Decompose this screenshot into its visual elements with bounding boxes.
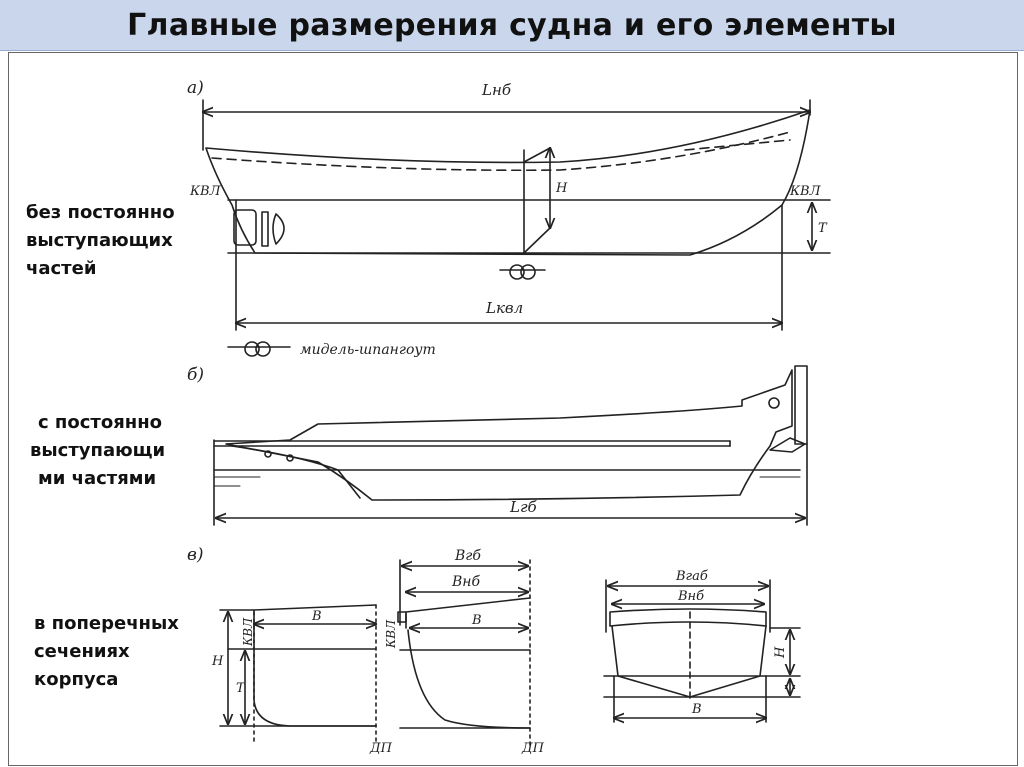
legend-symbol-circle	[255, 341, 271, 357]
label-sec3-bgab: Bгаб	[675, 569, 708, 584]
rudder-blade	[769, 437, 806, 453]
label-midship-legend: мидель-шпангоут	[300, 342, 436, 358]
rudder-shape	[233, 209, 257, 246]
section-b-label-line: с постоянно	[38, 412, 163, 433]
midship-symbol-circle	[520, 264, 536, 280]
label-kvl-left: КВЛ	[189, 184, 222, 199]
label-draft: T	[818, 221, 828, 236]
marker-a: а)	[187, 78, 204, 98]
stern-post	[261, 211, 269, 247]
label-sec2-bgb: Bгб	[454, 548, 481, 564]
hawse-hole	[286, 454, 294, 462]
section-a-drawing	[203, 99, 831, 357]
section-v-label-line: сечениях	[34, 641, 130, 662]
label-sec2-dp: ДП	[521, 741, 545, 756]
label-kvl-right: КВЛ	[789, 184, 822, 199]
hull-outline-b	[225, 369, 793, 501]
cross-section-2	[397, 559, 531, 746]
propeller-shape	[272, 213, 285, 245]
hull-outline-a	[205, 109, 811, 256]
section-a-label: без постоянно выступающих частей	[26, 199, 175, 283]
hull-section-3	[611, 625, 767, 698]
half-section-2	[407, 629, 531, 729]
midship-symbol-circle	[509, 264, 525, 280]
label-l-gb: Lгб	[509, 498, 538, 516]
label-l-nb: Lнб	[481, 81, 512, 99]
label-sec2-kvl: КВЛ	[384, 619, 398, 649]
label-sec2-bnb: Bнб	[451, 574, 481, 590]
marker-b: б)	[187, 365, 204, 385]
deck-dashed-line	[211, 131, 791, 172]
label-sec3-bnb: Bнб	[677, 589, 704, 604]
section-b-label-line: ми частями	[38, 468, 157, 489]
hawse-hole	[264, 450, 272, 458]
section-v-label-line: в поперечных	[34, 613, 179, 634]
transom-post	[794, 365, 808, 445]
page-title: Главные размерения судна и его элементы	[127, 7, 897, 43]
midship-diag	[523, 227, 551, 254]
label-sec1-kvl: КВЛ	[241, 617, 255, 647]
section-a-label-line: без постоянно	[26, 202, 175, 223]
deck-dashed-line-2	[684, 139, 791, 151]
marker-v: в)	[187, 545, 204, 565]
section-v-label-line: корпуса	[34, 669, 119, 690]
label-l-kvl: Lквл	[485, 299, 523, 317]
section-b-label: с постоянно выступающи ми частями	[30, 409, 166, 493]
label-sec1-t: T	[236, 681, 246, 696]
label-height: H	[555, 181, 568, 196]
label-sec1-h: H	[211, 654, 224, 669]
legend-symbol-circle	[244, 341, 260, 357]
deck-section-3	[609, 608, 767, 627]
title-bar: Главные размерения судна и его элементы	[0, 0, 1024, 51]
cross-section-3	[603, 579, 801, 722]
cross-section-1	[219, 604, 376, 746]
midship-diag-top	[523, 147, 551, 163]
deck-line-2	[405, 597, 531, 629]
section-a-label-line: частей	[26, 258, 97, 279]
bow-appendage	[231, 445, 361, 499]
label-sec3-h: H	[773, 646, 788, 659]
section-v-label: в поперечных сечениях корпуса	[34, 610, 179, 694]
diagram-frame	[8, 52, 1018, 766]
propeller-hub	[768, 397, 780, 409]
section-b-drawing	[213, 365, 808, 526]
label-sec3-b: B	[691, 702, 702, 717]
label-sec1-dp: ДП	[369, 741, 393, 756]
label-sec1-b: В	[311, 609, 322, 624]
label-sec2-b: B	[471, 613, 482, 628]
section-a-label-line: выступающих	[26, 230, 173, 251]
section-b-label-line: выступающи	[30, 440, 166, 461]
